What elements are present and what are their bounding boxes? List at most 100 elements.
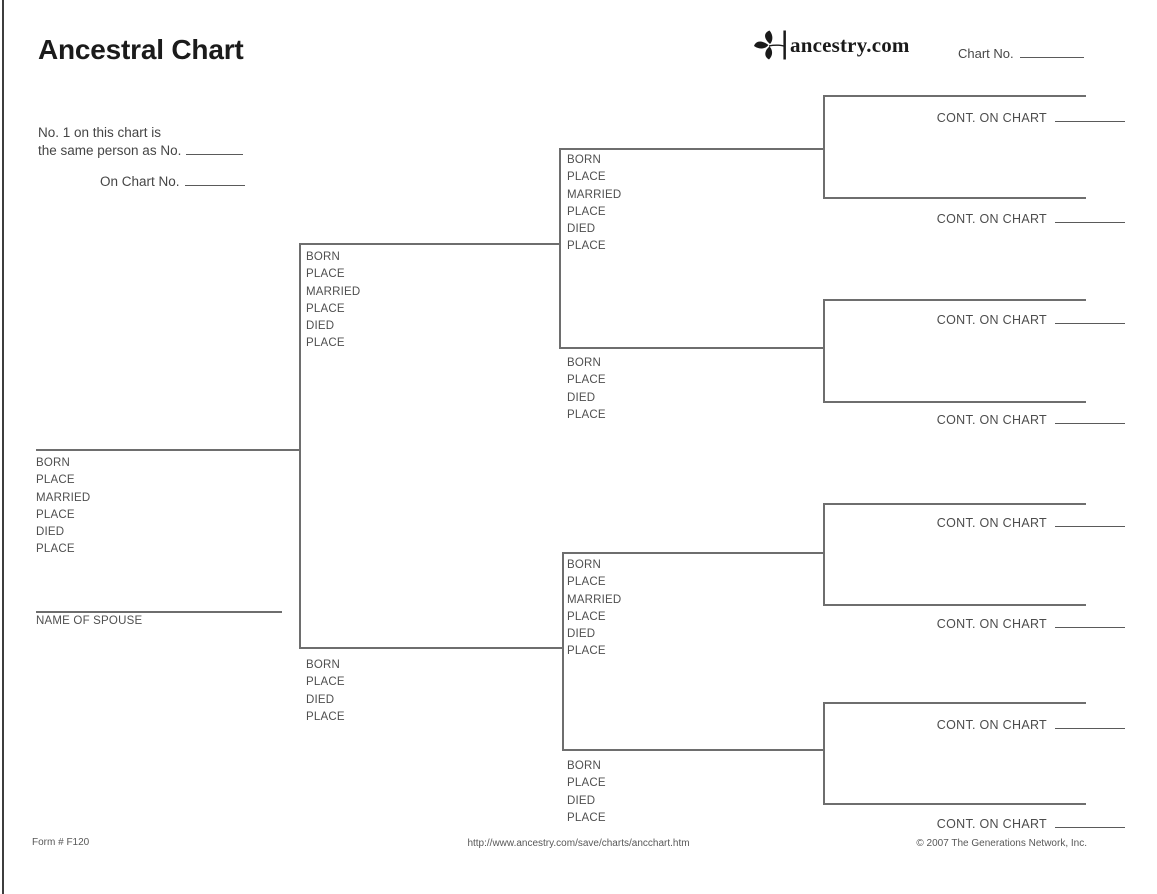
paternal-grandmother-fields: BORN PLACE DIED PLACE bbox=[567, 355, 606, 424]
field-label: DIED bbox=[306, 320, 335, 333]
cont-blank-7 bbox=[1055, 717, 1125, 729]
great-grandparent-line-6 bbox=[823, 604, 1086, 606]
field-label: PLACE bbox=[306, 268, 345, 281]
field-label: PLACE bbox=[36, 474, 75, 487]
note-line-3: On Chart No. bbox=[100, 173, 245, 191]
great-grandparent-line-7 bbox=[823, 702, 1086, 704]
on-chart-no-blank bbox=[184, 174, 245, 186]
field-label: PLACE bbox=[567, 645, 606, 658]
field-label: PLACE bbox=[567, 205, 606, 218]
great-grandparent-line-8 bbox=[823, 803, 1086, 805]
cont-blank-8 bbox=[1055, 816, 1125, 828]
field-label: BORN bbox=[567, 357, 602, 369]
gen3-paternal-bracket-line bbox=[559, 148, 561, 349]
field-label: PLACE bbox=[306, 337, 345, 350]
chart-reference-note: No. 1 on this chart is the same person a… bbox=[38, 124, 245, 191]
field-label: BORN bbox=[567, 559, 602, 571]
field-label: BORN bbox=[36, 457, 71, 469]
paternal-grandfather-fields: BORN PLACE MARRIED PLACE DIED PLACE bbox=[567, 152, 621, 256]
gen4-bracket-3-line bbox=[823, 503, 825, 606]
page-title: Ancestral Chart bbox=[38, 34, 244, 65]
field-label: BORN bbox=[306, 659, 341, 671]
field-label: DIED bbox=[567, 794, 596, 807]
paternal-grandmother-line bbox=[559, 347, 823, 349]
gen2-bracket-line bbox=[299, 243, 301, 649]
paternal-grandfather-line bbox=[559, 148, 823, 150]
field-label: PLACE bbox=[567, 408, 606, 421]
page-left-border bbox=[2, 0, 4, 894]
field-label: PLACE bbox=[567, 811, 606, 824]
great-grandparent-line-4 bbox=[823, 401, 1086, 403]
great-grandparent-line-2 bbox=[823, 197, 1086, 199]
ancestry-logo: ancestry.com bbox=[753, 29, 910, 61]
gen4-bracket-4-line bbox=[823, 702, 825, 805]
spouse-line bbox=[36, 611, 282, 613]
field-label: PLACE bbox=[36, 508, 75, 521]
field-label: MARRIED bbox=[567, 593, 622, 606]
chart-no-field: Chart No. bbox=[958, 46, 1084, 61]
copyright-notice: © 2007 The Generations Network, Inc. bbox=[916, 838, 1087, 849]
great-grandparent-line-1 bbox=[823, 95, 1086, 97]
same-person-blank bbox=[186, 143, 244, 155]
brand-name: ancestry.com bbox=[790, 32, 910, 57]
field-label: DIED bbox=[36, 526, 65, 539]
ancestry-leaf-icon bbox=[753, 29, 787, 61]
person1-line bbox=[36, 449, 299, 451]
field-label: PLACE bbox=[567, 576, 606, 589]
field-label: BORN bbox=[306, 251, 341, 263]
cont-on-chart-5: CONT. ON CHART bbox=[937, 515, 1125, 530]
footer-url: http://www.ancestry.com/save/charts/ancc… bbox=[467, 838, 690, 849]
cont-on-chart-3: CONT. ON CHART bbox=[937, 312, 1125, 327]
father-line bbox=[299, 243, 560, 245]
maternal-grandmother-line bbox=[562, 749, 823, 751]
field-label: DIED bbox=[306, 693, 335, 706]
form-number: Form # F120 bbox=[32, 837, 90, 848]
field-label: MARRIED bbox=[306, 285, 361, 298]
field-label: DIED bbox=[567, 391, 596, 404]
person1-fields: BORN PLACE MARRIED PLACE DIED PLACE bbox=[36, 455, 90, 559]
cont-on-chart-4: CONT. ON CHART bbox=[937, 412, 1125, 427]
field-label: PLACE bbox=[36, 543, 75, 556]
field-label: PLACE bbox=[567, 374, 606, 387]
maternal-grandfather-fields: BORN PLACE MARRIED PLACE DIED PLACE bbox=[567, 557, 621, 661]
great-grandparent-line-3 bbox=[823, 299, 1086, 301]
spouse-label: NAME OF SPOUSE bbox=[36, 615, 143, 627]
field-label: MARRIED bbox=[567, 188, 622, 201]
gen3-maternal-bracket-line bbox=[562, 552, 564, 751]
field-label: PLACE bbox=[567, 610, 606, 623]
field-label: PLACE bbox=[306, 302, 345, 315]
field-label: PLACE bbox=[567, 240, 606, 253]
gen4-bracket-1-line bbox=[823, 95, 825, 199]
mother-line bbox=[299, 647, 563, 649]
field-label: PLACE bbox=[567, 777, 606, 790]
gen4-bracket-2-line bbox=[823, 299, 825, 403]
cont-on-chart-2: CONT. ON CHART bbox=[937, 211, 1125, 226]
cont-blank-5 bbox=[1055, 515, 1125, 527]
father-fields: BORN PLACE MARRIED PLACE DIED PLACE bbox=[306, 249, 360, 353]
cont-blank-3 bbox=[1055, 312, 1125, 324]
field-label: BORN bbox=[567, 154, 602, 166]
cont-on-chart-1: CONT. ON CHART bbox=[937, 110, 1125, 125]
field-label: PLACE bbox=[567, 171, 606, 184]
cont-blank-2 bbox=[1055, 211, 1125, 223]
chart-no-label: Chart No. bbox=[958, 46, 1014, 61]
chart-no-blank bbox=[1019, 46, 1084, 58]
note-line-2: the same person as No. bbox=[38, 142, 245, 160]
cont-on-chart-6: CONT. ON CHART bbox=[937, 616, 1125, 631]
field-label: PLACE bbox=[306, 710, 345, 723]
cont-on-chart-8: CONT. ON CHART bbox=[937, 816, 1125, 831]
field-label: BORN bbox=[567, 760, 602, 772]
note-line-1: No. 1 on this chart is bbox=[38, 125, 162, 140]
maternal-grandfather-line bbox=[562, 552, 823, 554]
maternal-grandmother-fields: BORN PLACE DIED PLACE bbox=[567, 758, 606, 827]
cont-blank-6 bbox=[1055, 616, 1125, 628]
great-grandparent-line-5 bbox=[823, 503, 1086, 505]
cont-on-chart-7: CONT. ON CHART bbox=[937, 717, 1125, 732]
field-label: MARRIED bbox=[36, 491, 91, 504]
cont-blank-4 bbox=[1055, 412, 1125, 424]
field-label: DIED bbox=[567, 628, 596, 641]
field-label: DIED bbox=[567, 223, 596, 236]
cont-blank-1 bbox=[1055, 110, 1125, 122]
